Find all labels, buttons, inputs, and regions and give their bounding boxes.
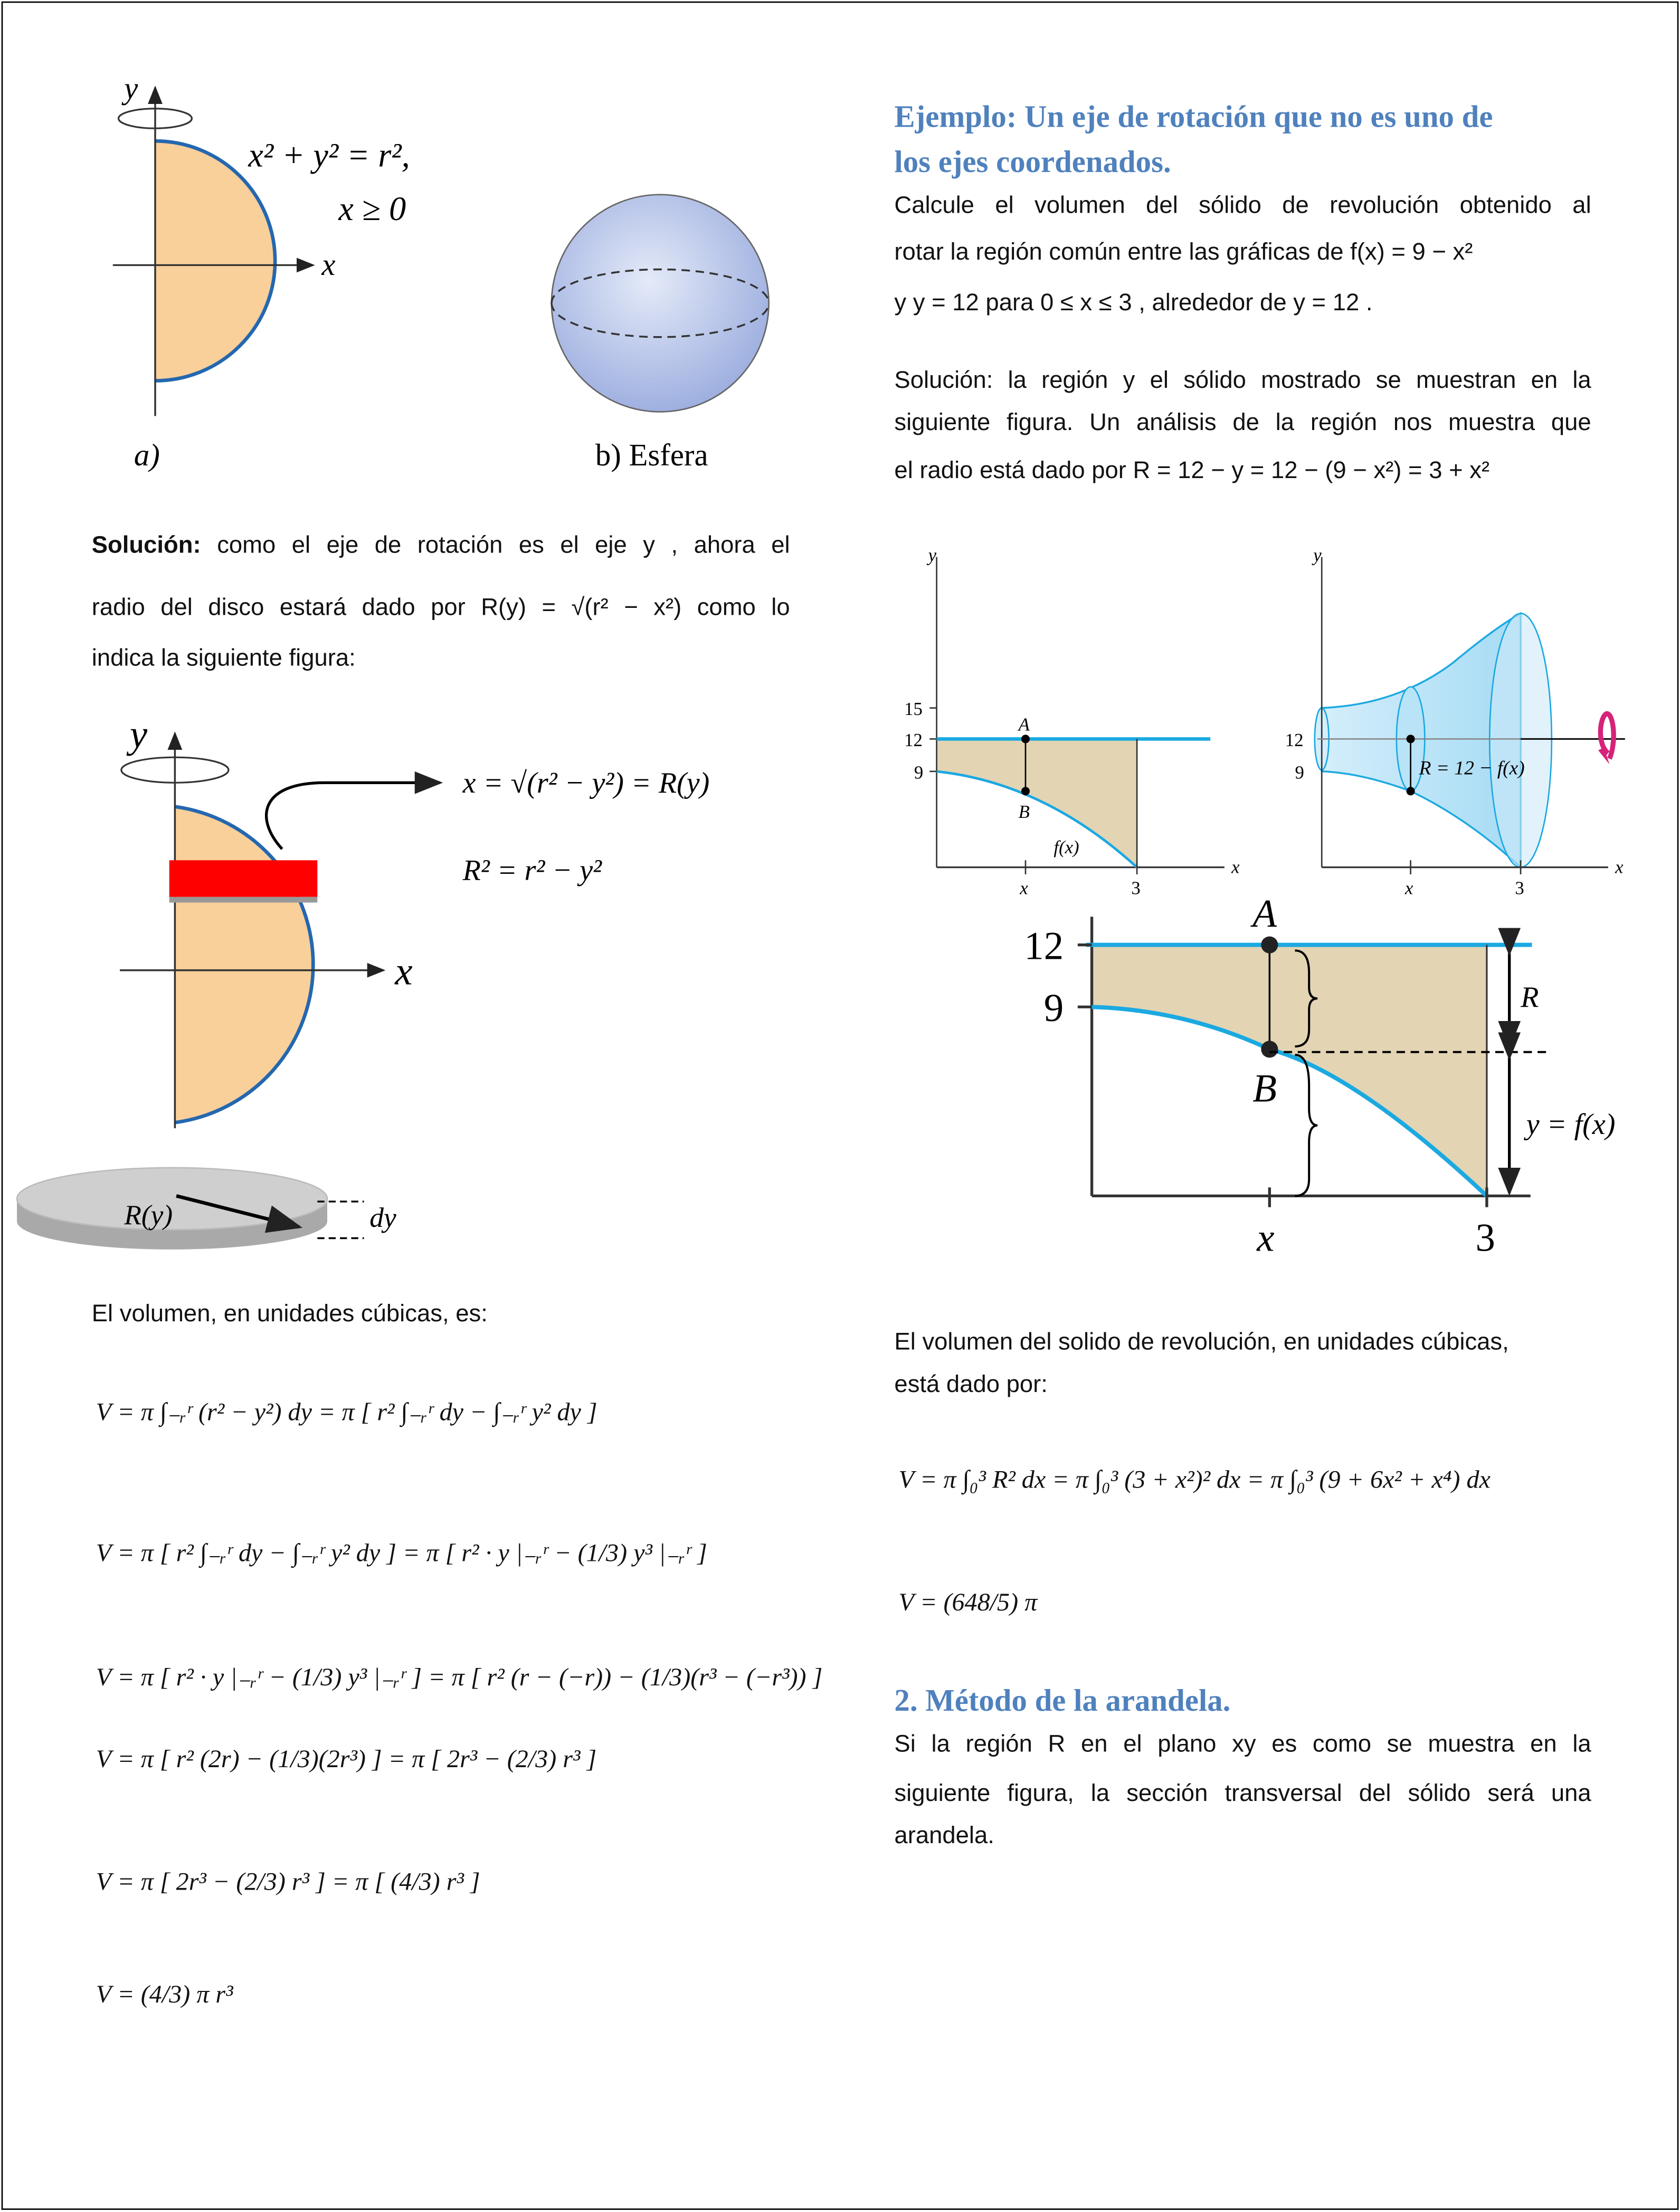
y-axis-label: y	[927, 545, 937, 566]
volume-intro: El volumen, en unidades cúbicas, es:	[91, 1300, 488, 1327]
radius-label: R = 12 − f(x)	[1419, 757, 1525, 779]
curve-label: f(x)	[1053, 837, 1079, 857]
dy-label: dy	[369, 1202, 396, 1233]
section-text-line-1: Si la región R en el plano xy es como se…	[894, 1730, 1591, 1758]
x-axis-label: x	[1615, 856, 1624, 877]
problem-line-1: Calcule el volumen del sólido de revoluc…	[894, 192, 1591, 219]
disk-strip	[169, 860, 318, 897]
solution-text: como el eje de rotación es el eje y , ah…	[201, 531, 790, 559]
solution-line-2: radio del disco estará dado por R(y) = √…	[91, 594, 790, 621]
section-text-line-2: siguiente figura, la sección transversal…	[894, 1779, 1591, 1807]
x-axis-label: x	[394, 949, 412, 993]
tick-3: 3	[1515, 878, 1524, 898]
figure-disk-method: y x x = √(r² − y²) = R(y) R² = r² − y² R…	[16, 712, 710, 1250]
volume-result: V = (648/5) π	[898, 1588, 1038, 1616]
point-a-label: A	[1250, 892, 1277, 936]
solution-line-1: Solución: la región y el sólido mostrado…	[894, 366, 1591, 394]
rotation-arrow-icon	[1598, 711, 1616, 760]
circle-equation: x² + y² = r²,	[248, 136, 410, 174]
solution-label: Solución:	[91, 531, 201, 559]
tick-x: x	[1404, 878, 1413, 898]
problem-line-3: y y = 12 para 0 ≤ x ≤ 3 , alrededor de y…	[894, 289, 1373, 316]
equation-2: V = π [ r² ∫₋ᵣʳ dy − ∫₋ᵣʳ y² dy ] = π [ …	[96, 1538, 707, 1567]
rotation-arrow-icon	[117, 108, 193, 129]
y-axis-label: y	[1312, 545, 1322, 566]
volume-integral: V = π ∫₀³ R² dx = π ∫₀³ (3 + x²)² dx = π…	[898, 1465, 1491, 1494]
solution-line-3: indica la siguiente figura:	[91, 644, 356, 672]
solution-line-2: siguiente figura. Un análisis de la regi…	[894, 409, 1591, 436]
caption-a: a)	[134, 438, 160, 472]
point-a-label: A	[1018, 714, 1030, 735]
tick-x: x	[1019, 878, 1028, 898]
tick-x: x	[1256, 1216, 1274, 1260]
tick-15: 15	[904, 699, 923, 719]
caption-b: b) Esfera	[595, 438, 708, 472]
y-axis-label: y	[126, 712, 148, 756]
graph-solid: y x 12 9 x 3 R = 12 − f(x)	[1285, 545, 1625, 898]
radius-squared-equation: R² = r² − y²	[462, 854, 602, 887]
point-b-label: B	[1019, 802, 1030, 822]
tick-12: 12	[1285, 730, 1304, 750]
tick-12: 12	[904, 730, 923, 750]
rotation-arrow-icon	[120, 756, 230, 784]
x-axis-label: x	[1231, 856, 1240, 877]
tick-9: 9	[1044, 986, 1064, 1030]
example-heading-line-2: los ejes coordenados.	[894, 144, 1171, 179]
graph-region: y x 15 12 9 x 3 A B f(x)	[904, 545, 1240, 899]
radius-label: R(y)	[124, 1199, 173, 1231]
radius-equation: x = √(r² − y²) = R(y)	[462, 767, 710, 799]
equation-6: V = (4/3) π r³	[96, 1980, 233, 2008]
condition: x ≥ 0	[338, 190, 406, 227]
solution-line-1: Solución: como el eje de rotación es el …	[92, 533, 790, 557]
x-axis-label: x	[321, 247, 335, 282]
tick-12: 12	[1024, 924, 1064, 968]
tick-3: 3	[1131, 878, 1140, 898]
point-b-label: B	[1252, 1066, 1277, 1110]
section-text-line-3: arandela.	[894, 1822, 994, 1849]
volume-intro-line-2: está dado por:	[894, 1370, 1048, 1398]
section-heading: 2. Método de la arandela.	[894, 1682, 1231, 1718]
problem-line-2: rotar la región común entre las gráficas…	[894, 238, 1473, 265]
equation-5: V = π [ 2r³ − (2/3) r³ ] = π [ (4/3) r³ …	[96, 1867, 480, 1895]
equation-3: V = π [ r² · y |₋ᵣʳ − (1/3) y³ |₋ᵣʳ ] = …	[96, 1662, 823, 1691]
figure-semicircle-a: y x x² + y² = r², x ≥ 0 a)	[112, 71, 410, 472]
equation-4: V = π [ r² (2r) − (1/3)(2r³) ] = π [ 2r³…	[96, 1744, 597, 1773]
y-axis-label: y	[121, 71, 138, 106]
tick-9: 9	[1295, 762, 1304, 783]
example-heading: Ejemplo: Un eje de rotación que no es un…	[894, 99, 1493, 134]
equation-1: V = π ∫₋ᵣʳ (r² − y²) dy = π [ r² ∫₋ᵣʳ dy…	[96, 1397, 597, 1426]
y-f-label: y = f(x)	[1524, 1108, 1616, 1141]
volume-intro-line-1: El volumen del solido de revolución, en …	[894, 1328, 1509, 1356]
tick-9: 9	[914, 762, 923, 783]
figure-sphere: b) Esfera	[550, 194, 770, 472]
r-label: R	[1520, 981, 1539, 1014]
graph-detail: 12 9 x 3 A B R y = f(x)	[1024, 892, 1615, 1260]
solution-line-3: el radio está dado por R = 12 − y = 12 −…	[894, 456, 1490, 484]
tick-3: 3	[1476, 1216, 1495, 1260]
